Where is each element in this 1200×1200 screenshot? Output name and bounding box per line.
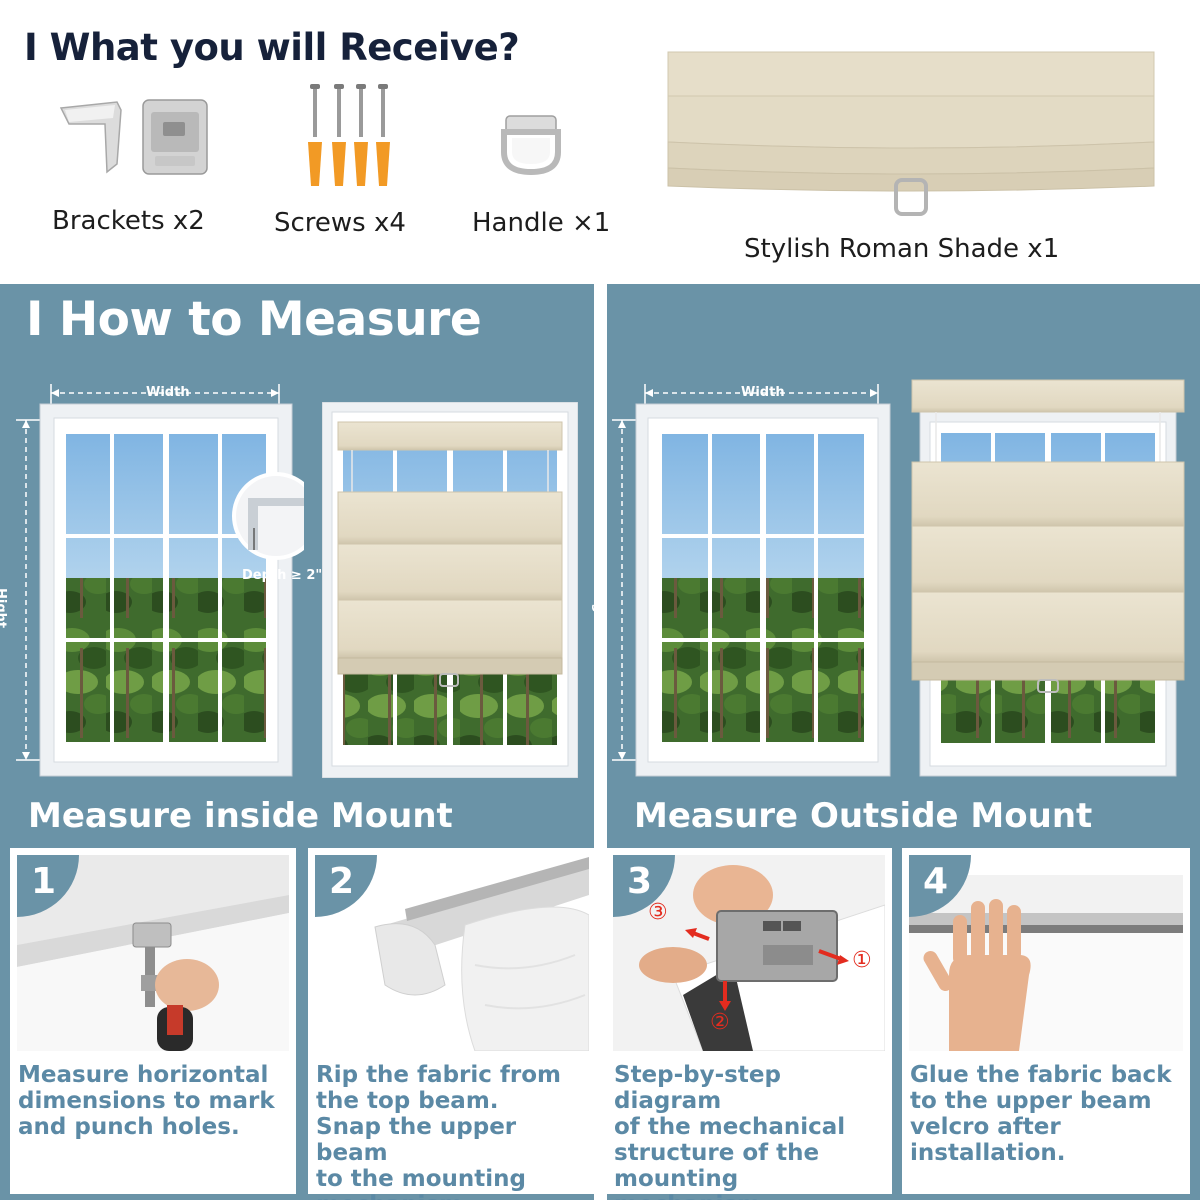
step-3-marker-2: ② (710, 1010, 730, 1035)
inside-shade-diagram (322, 402, 578, 778)
inside-width-label: Width (146, 385, 190, 400)
step-card-4: 4 Glue the fabric back to the upper beam… (902, 848, 1190, 1194)
step-1-text: Measure horizontal dimensions to mark an… (18, 1062, 275, 1140)
step-3-marker-3: ③ (648, 900, 668, 925)
outside-mount-title: Measure Outside Mount (634, 796, 1093, 836)
screws-label: Screws x4 (274, 208, 406, 238)
step-card-2: 2 Rip the fabric from the top beam. Snap… (308, 848, 596, 1200)
outside-width-label: Width (741, 385, 785, 400)
roman-shade-label: Stylish Roman Shade x1 (744, 234, 1060, 264)
step-card-3: ③ ① ② 3 Step-by-step diagram of the mech… (606, 848, 892, 1200)
step-4-number: 4 (909, 855, 971, 917)
step-3-text: Step-by-step diagram of the mechanical s… (614, 1062, 846, 1200)
inside-window-diagram (16, 384, 304, 777)
outside-shade-diagram (911, 379, 1185, 777)
step-3-number: 3 (613, 855, 675, 917)
step-3-photo (613, 855, 885, 1051)
step-4-text: Glue the fabric back to the upper beam v… (910, 1062, 1172, 1166)
step-2-text: Rip the fabric from the top beam. Snap t… (316, 1062, 562, 1200)
screw-icon (308, 84, 390, 186)
roman-shade-icon (667, 51, 1155, 216)
how-to-measure-title: I How to Measure (26, 292, 482, 347)
bracket-icon (59, 99, 208, 175)
depth-label: Depth ≥ 2" (242, 568, 323, 583)
inside-mount-title: Measure inside Mount (28, 796, 453, 836)
outside-height-label: Hight (591, 588, 606, 629)
inside-height-label: Hight (0, 588, 8, 629)
step-3-marker-1: ① (852, 948, 872, 973)
outside-window-diagram (612, 384, 891, 777)
step-card-1: 1 Measure horizontal dimensions to mark … (10, 848, 296, 1194)
handle-icon (501, 115, 561, 176)
step-4-photo (909, 855, 1183, 1051)
brackets-label: Brackets x2 (52, 206, 205, 236)
receive-title: I What you will Receive? (24, 26, 520, 69)
handle-label: Handle ×1 (472, 208, 611, 238)
